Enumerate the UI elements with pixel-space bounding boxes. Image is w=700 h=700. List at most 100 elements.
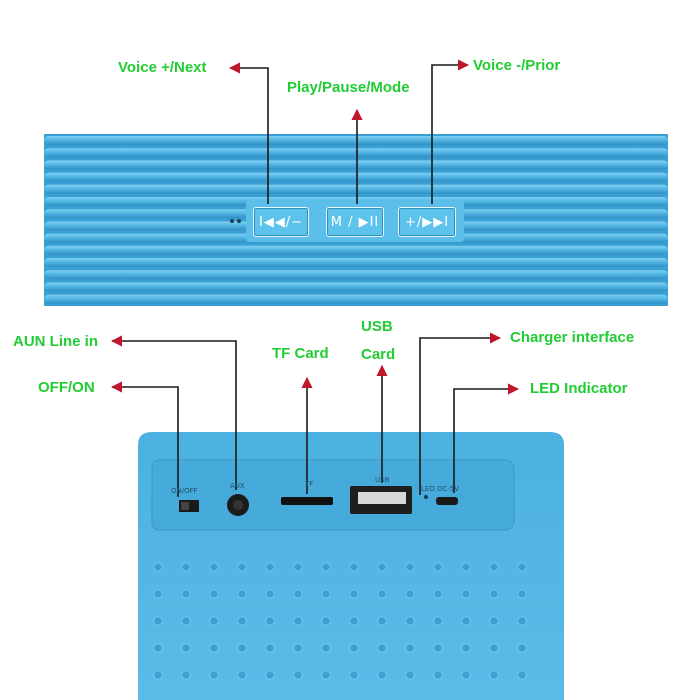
grille-dot (237, 616, 247, 626)
grille-dot (321, 562, 331, 572)
grille-dot (265, 670, 275, 680)
grille-dot (293, 670, 303, 680)
grille-dot (349, 589, 359, 599)
grille-dot (517, 562, 527, 572)
grille-dot (517, 643, 527, 653)
grille-dot (489, 670, 499, 680)
speaker-rib (44, 136, 668, 145)
label-voice-plus-next: Voice +/Next (118, 59, 207, 76)
grille-dot (461, 643, 471, 653)
grille-dot (209, 562, 219, 572)
grille-dot (209, 643, 219, 653)
grille-dot (153, 589, 163, 599)
arrow-voice-plus-next (228, 62, 269, 204)
grille-dot (433, 589, 443, 599)
grille-dot (349, 616, 359, 626)
label-aun-line-in: AUN Line in (13, 333, 98, 350)
grille-dot (405, 670, 415, 680)
grille-dot (181, 562, 191, 572)
grille-dot (153, 670, 163, 680)
speaker-rib (44, 160, 668, 170)
grille-dot (237, 562, 247, 572)
grille-dot (461, 670, 471, 680)
port-label-aux: AUX (230, 482, 245, 490)
grille-dot (237, 670, 247, 680)
grille-dot (265, 589, 275, 599)
grille-dot (153, 616, 163, 626)
grille-dot (349, 643, 359, 653)
port-label-tf: TF (305, 480, 314, 488)
grille-dot (433, 562, 443, 572)
grille-dot (377, 589, 387, 599)
label-led-indicator: LED Indicator (530, 380, 628, 397)
grille-dot (293, 562, 303, 572)
speaker-rib (44, 294, 668, 304)
callout-lines (110, 59, 520, 497)
grille-dot (209, 616, 219, 626)
grille-dot (377, 616, 387, 626)
grille-dot (153, 562, 163, 572)
grille-dot (321, 616, 331, 626)
label-usb: USB (361, 318, 393, 335)
mode-play-pause-button[interactable]: M / ▶II (326, 207, 384, 237)
label-card: Card (361, 346, 396, 363)
label-voice-minus-prior: Voice -/Prior (473, 57, 561, 74)
label-tf-card: TF Card (272, 345, 329, 362)
grille-dot (517, 589, 527, 599)
grille-dot (209, 670, 219, 680)
grille-dot (377, 670, 387, 680)
arrow-charger-interface (419, 332, 502, 495)
arrow-aun-line-in (110, 335, 237, 490)
speaker-top-panel (138, 432, 564, 700)
grille-dot (265, 616, 275, 626)
grille-dot (433, 670, 443, 680)
speaker-rib (44, 258, 668, 267)
speaker-rib (44, 148, 668, 158)
grille-dot (405, 643, 415, 653)
speaker-rib (44, 282, 668, 292)
grille-dot (265, 643, 275, 653)
grille-dot (181, 643, 191, 653)
grille-dot (349, 562, 359, 572)
grille-dot (293, 643, 303, 653)
speaker-rib (44, 245, 668, 255)
grille-dot (181, 670, 191, 680)
grille-dot (321, 670, 331, 680)
grille-dot (405, 562, 415, 572)
grille-dot (293, 616, 303, 626)
port-label-usb: USB (375, 476, 390, 484)
grille-dot (517, 670, 527, 680)
grille-dot (209, 589, 219, 599)
grille-dot (293, 589, 303, 599)
grille-dot (461, 616, 471, 626)
grille-dot (489, 616, 499, 626)
grille-dot (489, 643, 499, 653)
grille-dot (265, 562, 275, 572)
label-charger-interface: Charger interface (510, 329, 635, 346)
grille-dot (349, 670, 359, 680)
grille-dot (433, 616, 443, 626)
grille-dot (181, 616, 191, 626)
arrow-off-on (110, 381, 179, 497)
speaker-front-face (44, 134, 668, 306)
arrow-led-indicator (453, 383, 520, 493)
grille-dot (405, 589, 415, 599)
volume-up-next-button[interactable]: +/▶▶I (398, 207, 456, 237)
grille-dot (153, 643, 163, 653)
speaker-rib (44, 172, 668, 182)
prev-volume-down-button[interactable]: I◀◀/− (253, 207, 309, 237)
grille-dot (461, 589, 471, 599)
grille-dot (377, 562, 387, 572)
grille-dot (517, 616, 527, 626)
grille-dot (237, 589, 247, 599)
grille-dot (321, 589, 331, 599)
grille-dot (405, 616, 415, 626)
grille-dot (377, 643, 387, 653)
grille-dot (433, 643, 443, 653)
speaker-rib (44, 184, 668, 194)
grille-dot (489, 562, 499, 572)
label-play-pause-mode: Play/Pause/Mode (287, 79, 410, 96)
port-label-dc: DC-5V (437, 485, 460, 493)
